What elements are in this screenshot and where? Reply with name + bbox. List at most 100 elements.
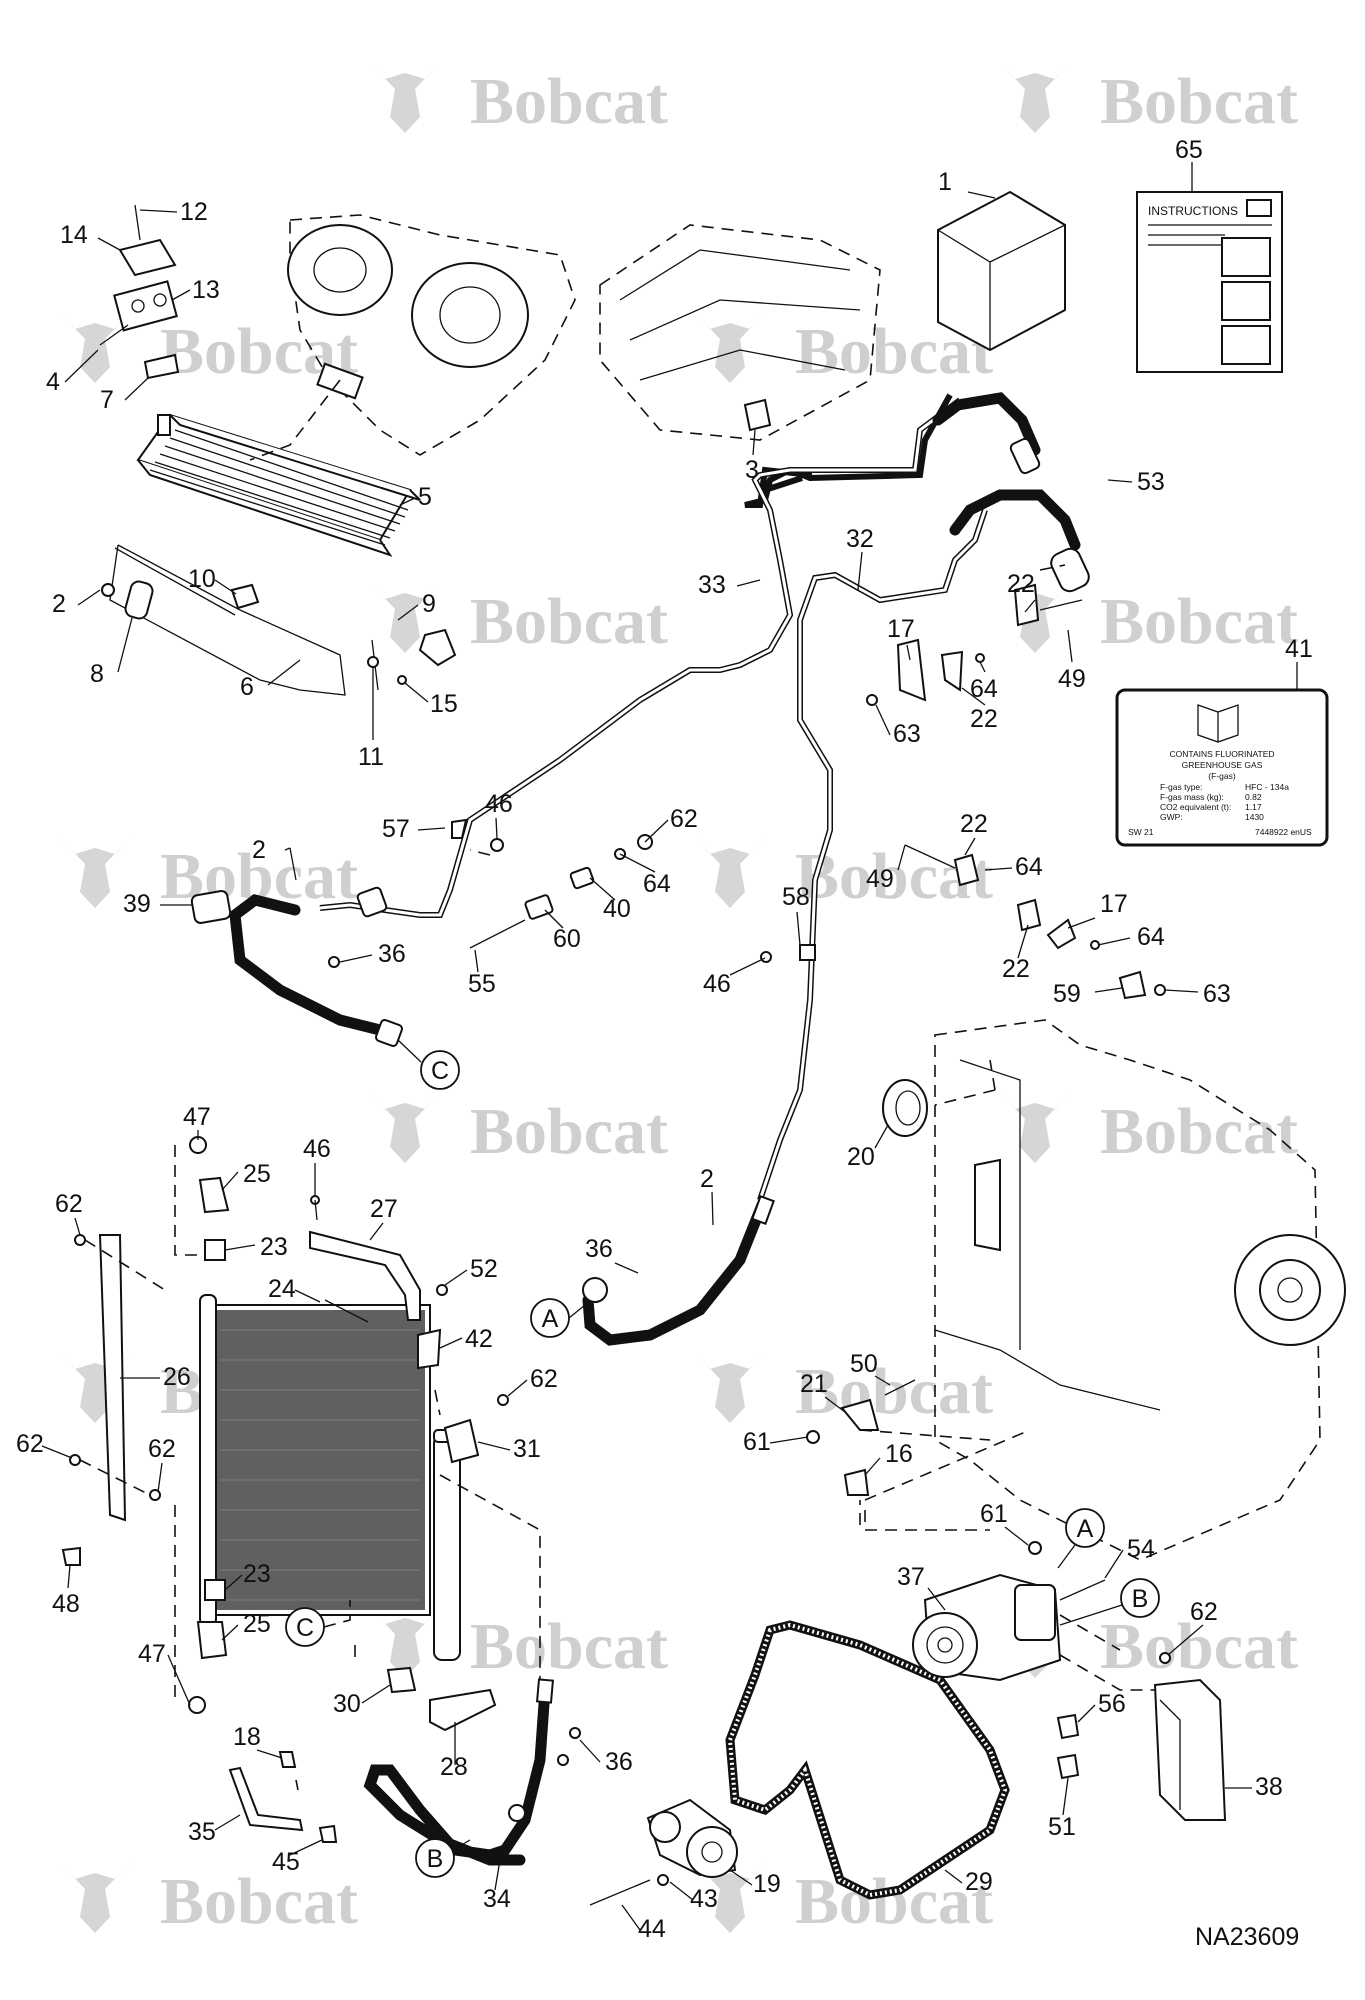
watermark-logo: Bobcat <box>370 583 668 658</box>
svg-text:Bobcat: Bobcat <box>1100 1095 1298 1168</box>
callout-46c: 46 <box>303 1135 331 1163</box>
drawing-number: NA23609 <box>1195 1923 1299 1951</box>
callout-50: 50 <box>850 1350 878 1378</box>
callout-59: 59 <box>1053 980 1081 1008</box>
callout-30: 30 <box>333 1690 361 1718</box>
callout-33: 33 <box>698 571 726 599</box>
callout-21: 21 <box>800 1370 828 1398</box>
callout-62b: 62 <box>55 1190 83 1218</box>
condenser-assembly <box>61 1136 509 1714</box>
callout-25b: 25 <box>243 1610 271 1638</box>
watermark-logo: Bobcat <box>1000 63 1298 138</box>
connector-c-lower: C <box>285 1600 351 1647</box>
callout-20: 20 <box>847 1143 875 1171</box>
callout-22d: 22 <box>1002 955 1030 983</box>
svg-text:GWP:: GWP: <box>1160 812 1183 822</box>
condenser-small-parts <box>386 1666 497 1732</box>
fgas-decal: CONTAINS FLUORINATED GREENHOUSE GAS (F-g… <box>1115 688 1329 847</box>
parts-box <box>937 190 1066 352</box>
belt-tensioner <box>589 1798 738 1906</box>
svg-text:CO2 equivalent (t):: CO2 equivalent (t): <box>1160 802 1231 812</box>
callout-26: 26 <box>163 1363 191 1391</box>
callout-64a: 64 <box>970 675 998 703</box>
connector-b-lower: B <box>415 1838 471 1878</box>
callout-64b: 64 <box>1015 853 1043 881</box>
svg-text:0.82: 0.82 <box>1245 792 1262 802</box>
callout-leaders <box>41 162 1298 1931</box>
callout-60: 60 <box>553 925 581 953</box>
svg-text:Bobcat: Bobcat <box>160 1865 358 1938</box>
callout-42: 42 <box>465 1325 493 1353</box>
svg-text:Bobcat: Bobcat <box>1100 65 1298 138</box>
callout-31: 31 <box>513 1435 541 1463</box>
svg-text:B: B <box>427 1845 444 1873</box>
callout-62a: 62 <box>670 805 698 833</box>
hose-c-upper <box>190 886 403 1047</box>
svg-text:INSTRUCTIONS: INSTRUCTIONS <box>1148 204 1238 218</box>
watermark-logo: Bobcat <box>1000 583 1298 658</box>
watermark-logo: Bobcat <box>370 1608 668 1683</box>
callout-36c: 36 <box>605 1748 633 1776</box>
watermark-logo: Bobcat <box>695 838 993 913</box>
svg-text:A: A <box>542 1305 559 1333</box>
callout-17a: 17 <box>887 615 915 643</box>
svg-text:Bobcat: Bobcat <box>470 585 668 658</box>
evaporator-lines <box>109 544 346 696</box>
watermarks: Bobcat Bobcat Bobcat Bobcat Bobcat Bobca… <box>60 63 1298 1938</box>
callout-16: 16 <box>885 1440 913 1468</box>
callout-9: 9 <box>422 590 436 618</box>
callout-28: 28 <box>440 1753 468 1781</box>
callout-63a: 63 <box>893 720 921 748</box>
callout-56: 56 <box>1098 1690 1126 1718</box>
callout-23b: 23 <box>243 1560 271 1588</box>
callout-17b: 17 <box>1100 890 1128 918</box>
callout-55: 55 <box>468 970 496 998</box>
svg-text:7448922 enUS: 7448922 enUS <box>1255 827 1312 837</box>
watermark-logo: Bobcat <box>60 1863 358 1938</box>
compressor-bracket <box>1056 1614 1227 1821</box>
callout-49a: 49 <box>1058 665 1086 693</box>
callout-34: 34 <box>483 1885 511 1913</box>
watermark-logo: Bobcat <box>60 313 358 388</box>
callout-10: 10 <box>188 565 216 593</box>
callout-22a: 22 <box>1007 570 1035 598</box>
evaporator-core <box>136 413 421 557</box>
svg-text:B: B <box>1132 1585 1149 1613</box>
callout-63b: 63 <box>1203 980 1231 1008</box>
watermark-logo: Bobcat <box>695 1353 993 1428</box>
watermark-logo: Bobcat <box>370 63 668 138</box>
callout-22b: 22 <box>970 705 998 733</box>
callout-19: 19 <box>753 1870 781 1898</box>
svg-text:1.17: 1.17 <box>1245 802 1262 812</box>
svg-text:F-gas type:: F-gas type: <box>1160 782 1203 792</box>
clamps-right <box>866 583 1166 1000</box>
callout-39: 39 <box>123 890 151 918</box>
hose-34 <box>363 1678 555 1866</box>
callout-7: 7 <box>100 386 114 414</box>
callout-61a: 61 <box>743 1428 771 1456</box>
callout-36a: 36 <box>378 940 406 968</box>
callout-12: 12 <box>180 198 208 226</box>
callout-64c: 64 <box>643 870 671 898</box>
callout-41: 41 <box>1285 635 1313 663</box>
callout-25a: 25 <box>243 1160 271 1188</box>
connector-c-upper: C <box>397 1039 460 1090</box>
callout-48: 48 <box>52 1590 80 1618</box>
tube-32 <box>757 509 988 1201</box>
callout-6: 6 <box>240 673 254 701</box>
svg-text:1430: 1430 <box>1245 812 1264 822</box>
callout-36b: 36 <box>585 1235 613 1263</box>
expansion-valve-parts <box>99 204 180 436</box>
callout-52: 52 <box>470 1255 498 1283</box>
callout-53: 53 <box>1137 468 1165 496</box>
callout-15: 15 <box>430 690 458 718</box>
watermark-logo: Bobcat <box>370 1093 668 1168</box>
leader-dash <box>249 379 341 461</box>
callout-11: 11 <box>358 743 384 771</box>
svg-text:A: A <box>1077 1515 1094 1543</box>
svg-text:(F-gas): (F-gas) <box>1208 771 1236 781</box>
evaporator-small-parts <box>101 580 457 691</box>
callout-62d: 62 <box>16 1430 44 1458</box>
callout-2a: 2 <box>52 590 66 618</box>
callout-23a: 23 <box>260 1233 288 1261</box>
